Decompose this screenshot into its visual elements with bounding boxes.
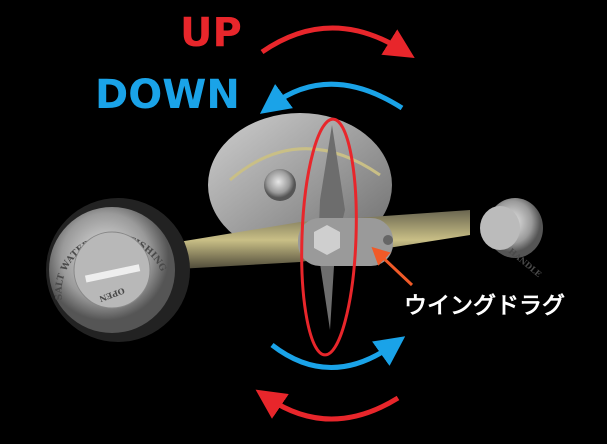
wing-drag-label: ウイングドラグ [404,293,565,319]
up-arrow [260,25,415,58]
handle-plate [298,218,393,266]
down-arrow [259,81,404,114]
up-arrow-bottom [255,389,400,422]
down-label: DOWN [95,72,240,118]
pointer-arrow [371,246,414,287]
up-label: UP [180,10,242,56]
reel-bolt [264,169,296,201]
wing-drag-highlight [300,117,358,357]
down-arrow-bottom [270,336,406,370]
